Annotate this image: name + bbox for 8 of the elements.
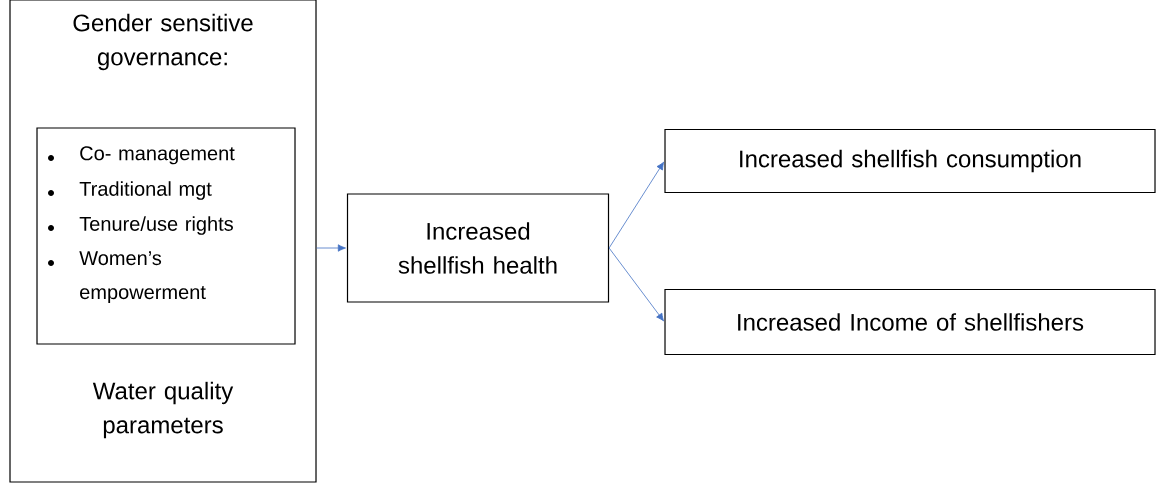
process-box: Gender sensitive governance: Co- management Traditional mgt Tenure/use rights Women’s empowerment Water quality parameters bbox=[9, 0, 317, 483]
process-box: Increased shellfish consumption bbox=[664, 128, 1156, 194]
arrow bbox=[608, 247, 664, 322]
arrow bbox=[316, 244, 346, 252]
process-box: Increased shellfish health bbox=[346, 193, 610, 303]
process-box: Increased Income of shellfishers bbox=[664, 288, 1156, 356]
arrow bbox=[608, 161, 665, 249]
process-box: Co- management Traditional mgt Tenure/use rights Women’s empowerment bbox=[36, 127, 296, 345]
